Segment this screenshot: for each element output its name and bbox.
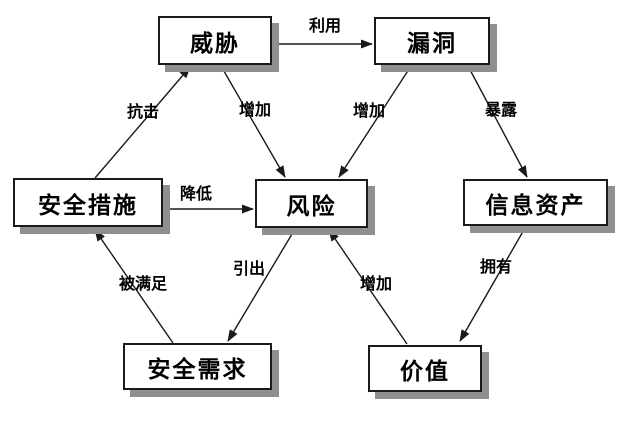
edge-satisfied-by	[94, 229, 174, 344]
edge-lines	[94, 39, 528, 345]
edge-label-resist: 抗击	[126, 102, 160, 121]
edge-label-expose: 暴露	[484, 100, 518, 119]
edge-increase-threat	[220, 65, 286, 178]
node-information-assets: 信息资产	[463, 179, 608, 226]
edge-increase-vuln	[338, 65, 412, 178]
node-label-risk: 风险	[286, 193, 337, 220]
edge-increase-value	[328, 229, 408, 345]
node-label-vulnerability: 漏洞	[407, 31, 457, 57]
node-threat: 威胁	[158, 16, 272, 65]
node-security-measures: 安全措施	[13, 178, 163, 227]
edge-label-satisfied-by: 被满足	[118, 274, 168, 293]
edge-label-own: 拥有	[479, 257, 513, 276]
edge-expose	[467, 65, 528, 178]
edge-label-increase-vuln: 增加	[352, 101, 386, 120]
node-security-requirements: 安全需求	[123, 343, 272, 390]
node-vulnerability: 漏洞	[374, 17, 490, 65]
edge-lead-to	[227, 228, 296, 342]
node-label-value: 价值	[400, 358, 450, 385]
edge-resist	[94, 66, 191, 179]
edge-label-exploit: 利用	[308, 16, 342, 35]
edge-label-increase-value: 增加	[359, 274, 393, 293]
node-risk: 风险	[255, 179, 368, 228]
node-label-information-assets: 信息资产	[485, 192, 586, 219]
edge-label-lead-to: 引出	[232, 259, 266, 278]
edge-label-increase-threat: 增加	[238, 100, 272, 119]
node-label-threat: 威胁	[190, 30, 240, 57]
node-label-security-requirements: 安全需求	[147, 356, 248, 383]
edge-label-reduce: 降低	[179, 184, 213, 203]
node-value: 价值	[368, 345, 482, 392]
node-label-security-measures: 安全措施	[38, 192, 138, 219]
edge-own	[459, 227, 526, 342]
